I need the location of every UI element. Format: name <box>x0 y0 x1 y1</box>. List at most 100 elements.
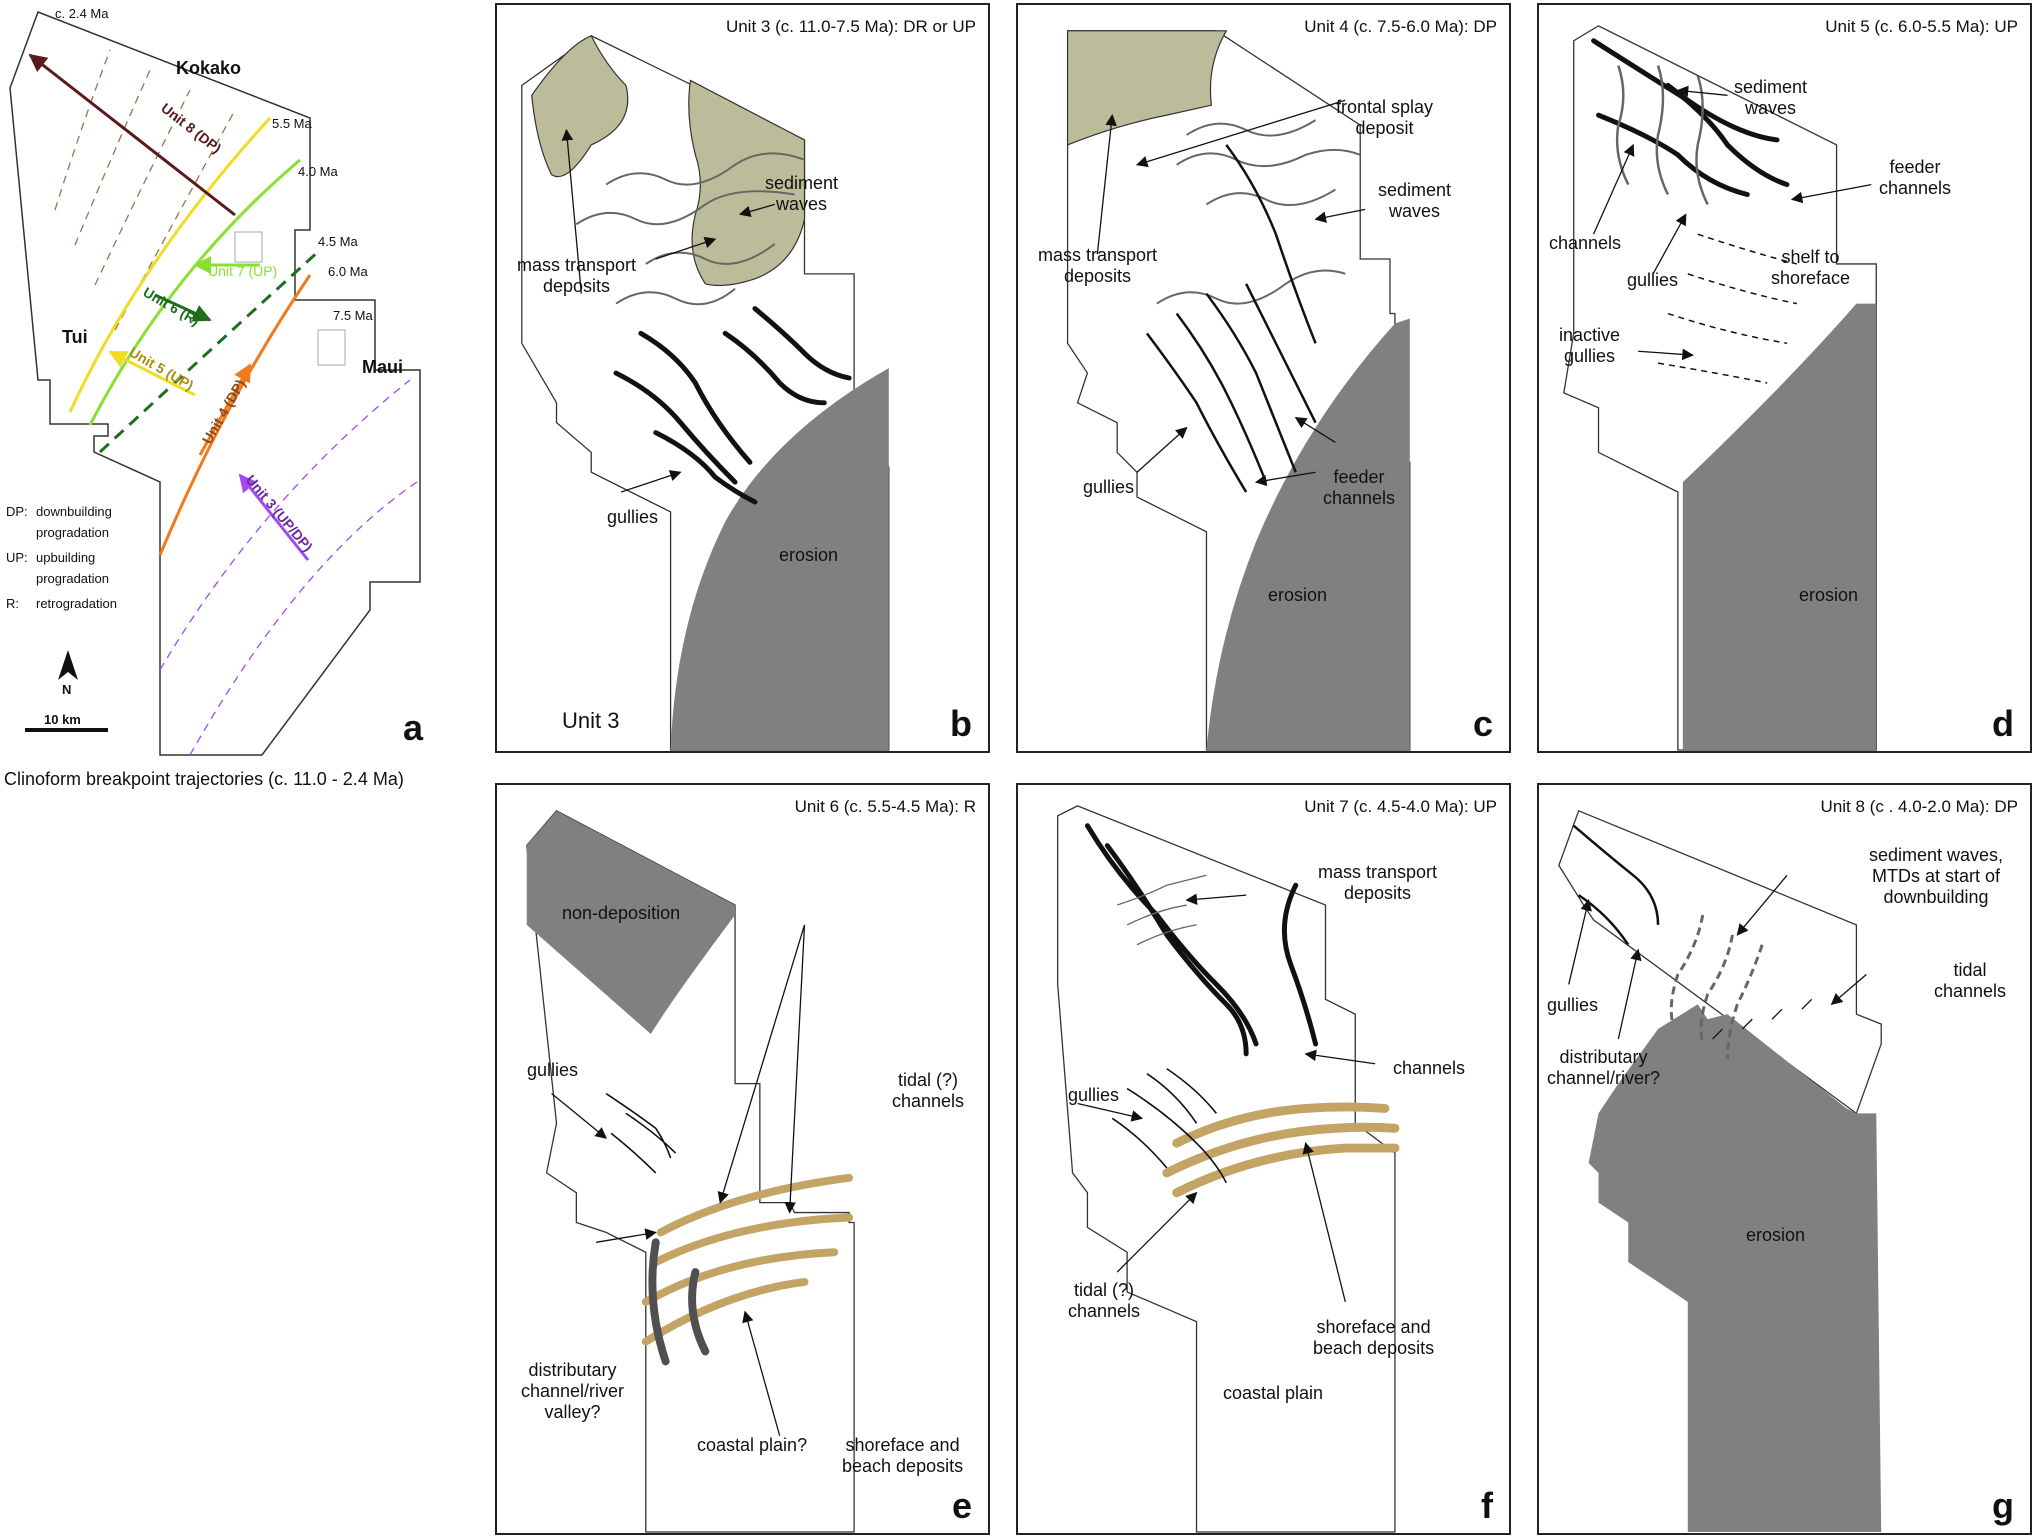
gully-lines <box>1145 144 1317 493</box>
inactive-gullies <box>1657 233 1798 384</box>
unit-label: Unit 8 (DP) <box>158 100 224 157</box>
annotation-arrow <box>551 1093 608 1139</box>
legend-text: progradation <box>36 525 109 540</box>
panel-letter: d <box>1992 703 2014 744</box>
annotation-arrow <box>1652 213 1687 275</box>
line-4.5ma <box>98 248 322 454</box>
annotation-arrow <box>1592 143 1635 235</box>
unit8-dashed-line <box>94 89 191 286</box>
legend-text: downbuilding <box>36 504 112 519</box>
age-label: 4.0 Ma <box>298 164 339 179</box>
scale-label: 10 km <box>44 712 81 727</box>
annotation-arrow <box>1136 426 1188 473</box>
channel-lines <box>1591 38 1790 197</box>
gully-lines <box>1111 1068 1228 1184</box>
legend-text: progradation <box>36 571 109 586</box>
panel-d-map <box>1563 25 1877 751</box>
age-label: 6.0 Ma <box>328 264 369 279</box>
annotation-arrow <box>1185 893 1247 906</box>
channel-lines <box>1084 823 1319 1057</box>
annotation-arrow <box>1736 874 1788 936</box>
age-label: c. 2.4 Ma <box>55 6 109 21</box>
age-label: 5.5 Ma <box>272 116 313 131</box>
annotation-arrow <box>1638 348 1694 361</box>
panel-letter: b <box>950 703 972 744</box>
annotation-arrow <box>1254 471 1316 487</box>
panel-f-map <box>1057 805 1400 1533</box>
unit3-arrow <box>238 473 310 561</box>
panel-f: Unit 7 (c. 4.5-4.0 Ma): UP mass transpor… <box>1016 783 1511 1535</box>
north-label: N <box>62 682 71 697</box>
annotation-arrow <box>1116 1191 1198 1273</box>
panel-title: Unit 5 (c. 6.0-5.5 Ma): UP <box>1825 17 2018 36</box>
panel-letter: g <box>1992 1485 2014 1526</box>
unit-label: Unit 4 (DP) <box>199 377 249 447</box>
unit8-dashed-line <box>74 69 151 246</box>
tidal-channel-band <box>641 1173 854 1346</box>
unit5-arrow <box>108 350 196 397</box>
annotation-arrow <box>1302 1142 1346 1302</box>
panel-letter: f <box>1481 1485 1493 1526</box>
label-gullies: gullies <box>1547 995 1599 1015</box>
annotation-arrow <box>1314 208 1366 223</box>
mass-transport-lines <box>1116 874 1207 946</box>
panel-e: Unit 6 (c. 5.5-4.5 Ma): R non-deposition… <box>495 783 990 1535</box>
tidal-channel-ticks <box>1712 998 1813 1040</box>
trajectory-map-svg: c. 2.4 Ma Kokako 5.5 Ma 4.0 Ma 4.5 Ma 6.… <box>6 6 424 756</box>
gully-lines <box>613 306 852 505</box>
annotation-arrow <box>596 1228 657 1243</box>
mass-transport-deposit-area <box>688 79 806 286</box>
inner-outline <box>234 231 263 263</box>
erosion-area <box>670 368 889 750</box>
panel-g-map <box>1558 809 1882 1532</box>
label-tidal-channels: tidal (?)channels <box>1068 1280 1141 1321</box>
nondeposition-area <box>526 810 736 1035</box>
label-gullies: gullies <box>607 507 659 527</box>
label-tidal-channels: tidal (?)channels <box>892 1070 965 1111</box>
panel-e-map <box>526 810 855 1533</box>
north-arrow-icon <box>58 650 78 680</box>
panel-title: Unit 6 (c. 5.5-4.5 Ma): R <box>794 797 976 816</box>
label-gullies: gullies <box>527 1060 579 1080</box>
place-label: Maui <box>362 357 403 377</box>
unit8-arrow <box>28 53 236 217</box>
unit-label: Unit 6 (R) <box>141 284 203 329</box>
label-nondeposition: non-deposition <box>562 903 681 923</box>
label-gullies: gullies <box>1627 270 1679 290</box>
gully-lines <box>1572 824 1660 946</box>
label-gullies: gullies <box>1083 477 1135 497</box>
annotation-arrow <box>1294 417 1336 444</box>
label-erosion: erosion <box>779 545 839 565</box>
legend-key: UP: <box>6 550 28 565</box>
unit3-dashed-line <box>189 479 421 756</box>
panel-title: Unit 8 (c . 4.0-2.0 Ma): DP <box>1820 797 2018 816</box>
legend-text: retrogradation <box>36 596 117 611</box>
annotation-arrow <box>1790 183 1872 204</box>
unit-label: Unit 5 (UP) <box>127 344 197 394</box>
panel-letter: a <box>403 707 424 748</box>
tidal-channel-band <box>1162 1102 1400 1198</box>
annotation-arrow <box>738 203 775 218</box>
panel-c: Unit 4 (c. 7.5-6.0 Ma): DP frontal splay… <box>1016 3 1511 753</box>
unit-label: Unit 7 (UP) <box>208 263 277 279</box>
annotation-arrow <box>1617 948 1642 1040</box>
annotation-arrow <box>1568 898 1592 985</box>
line-5.5ma <box>68 116 272 413</box>
annotation-arrow <box>784 924 806 1214</box>
label-gullies: gullies <box>1068 1085 1120 1105</box>
place-label: Kokako <box>176 58 241 78</box>
panel-b: Unit 3 (c. 11.0-7.5 Ma): DR or UP sedime… <box>495 3 990 753</box>
sediment-wave-lines <box>1669 914 1764 1059</box>
annotation-arrow <box>1077 1102 1144 1122</box>
